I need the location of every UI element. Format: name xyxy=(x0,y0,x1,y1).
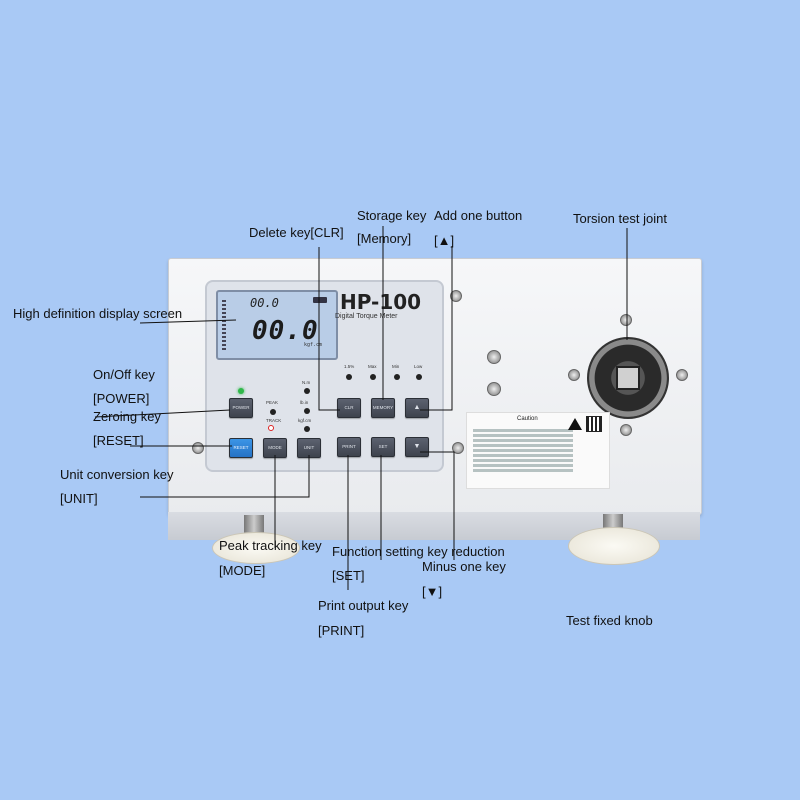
track-led-icon xyxy=(268,425,274,431)
screw-icon xyxy=(487,350,501,364)
caution-title: Caution xyxy=(517,416,538,422)
power-button[interactable]: POWER xyxy=(229,398,253,418)
minus-one-label: Minus one key xyxy=(422,559,506,574)
clr-button[interactable]: CLR xyxy=(337,398,361,418)
torsion-joint-label: Torsion test joint xyxy=(573,211,667,226)
status-led-icon xyxy=(370,374,376,380)
chuck-socket xyxy=(616,366,640,390)
indicator-nm: N.m xyxy=(302,380,311,385)
print-label: Print output key xyxy=(318,598,409,613)
indicator-max: Max xyxy=(368,364,377,369)
screw-icon xyxy=(620,424,632,436)
peak-label: Peak tracking key xyxy=(219,538,322,553)
storage-key-label: Storage key xyxy=(357,208,427,223)
unit-conv-label: Unit conversion key xyxy=(60,467,174,482)
up-arrow-button[interactable]: ▲ xyxy=(405,398,429,418)
minus-one-code: [▼] xyxy=(422,584,443,599)
onoff-label: On/Off key xyxy=(93,367,155,382)
leader-unit xyxy=(140,455,310,498)
battery-icon xyxy=(313,297,327,303)
peak-code: [MODE] xyxy=(219,563,266,578)
unit-conv-code: [UNIT] xyxy=(60,491,98,506)
screw-icon xyxy=(620,314,632,326)
func-set-code: [SET] xyxy=(332,568,365,583)
add-one-label: Add one button xyxy=(434,208,523,223)
leader-power xyxy=(94,409,231,418)
zeroing-code: [RESET] xyxy=(93,433,144,448)
power-led-icon xyxy=(238,388,244,394)
status-led-icon xyxy=(346,374,352,380)
screw-icon xyxy=(192,442,204,454)
qr-code-icon xyxy=(586,416,602,432)
display-screen: 00.0 00.0 kgf.cm xyxy=(216,290,338,360)
leader-display xyxy=(139,319,237,324)
delete-key-label: Delete key[CLR] xyxy=(249,225,344,240)
caution-text-lines xyxy=(473,427,573,474)
screw-icon xyxy=(676,369,688,381)
set-button[interactable]: SET xyxy=(371,437,395,457)
leader-minus xyxy=(420,451,455,560)
indicator-low: Low xyxy=(414,364,423,369)
reset-button[interactable]: RESET xyxy=(229,438,253,458)
display-main-reading: 00.0 xyxy=(252,316,319,346)
display-unit: kgf.cm xyxy=(304,342,323,348)
add-one-code: [▲] xyxy=(434,233,455,248)
display-small-reading: 00.0 xyxy=(250,296,279,310)
screw-icon xyxy=(450,290,462,302)
down-arrow-icon: ▼ xyxy=(413,443,421,450)
model-title: HP-100 xyxy=(340,290,422,314)
zeroing-label: Zeroing key xyxy=(93,409,161,424)
func-set-label: Function setting key reduction xyxy=(332,544,505,559)
indicator-kgfcm: kgf.cm xyxy=(298,418,312,423)
up-arrow-icon: ▲ xyxy=(413,404,421,411)
lbin-led-icon xyxy=(304,388,310,394)
nm-led-icon xyxy=(304,426,310,432)
indicator-track: TRACK xyxy=(266,418,282,423)
leader-add-one xyxy=(420,246,453,411)
peak-led-icon xyxy=(270,409,276,415)
storage-key-code: [Memory] xyxy=(357,231,412,246)
screw-icon xyxy=(487,382,501,396)
screw-icon xyxy=(568,369,580,381)
screw-icon xyxy=(452,442,464,454)
model-subtitle: Digital Torque Meter xyxy=(335,313,398,320)
indicator-1-5: 1.5% xyxy=(344,364,355,369)
indicator-peak: PEAK xyxy=(266,400,279,405)
test-fixed-knob[interactable] xyxy=(568,527,660,565)
left-foot-stem xyxy=(244,515,264,533)
print-code: [PRINT] xyxy=(318,623,365,638)
left-foot-knob[interactable] xyxy=(212,532,300,564)
print-button[interactable]: PRINT xyxy=(337,437,361,457)
leader-clr xyxy=(318,247,340,411)
onoff-code: [POWER] xyxy=(93,391,150,406)
indicator-lbin: lb.in xyxy=(300,400,309,405)
bar-graph-icon xyxy=(222,300,226,350)
indicator-min: Min xyxy=(392,364,400,369)
warning-triangle-icon xyxy=(568,418,582,430)
status-led-icon xyxy=(394,374,400,380)
kgfcm-led-icon xyxy=(304,408,310,414)
status-led-icon xyxy=(416,374,422,380)
fixed-knob-label: Test fixed knob xyxy=(566,613,653,628)
hd-display-label: High definition display screen xyxy=(13,306,183,321)
